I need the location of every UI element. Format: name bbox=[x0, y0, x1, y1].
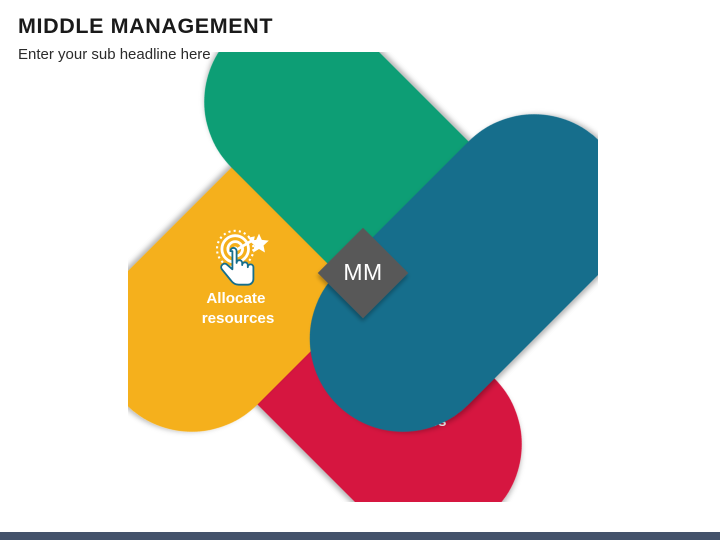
pinwheel-diagram: S Report to top management bbox=[128, 52, 598, 502]
center-label: MM bbox=[343, 259, 382, 285]
petal-shape-teal bbox=[309, 114, 598, 432]
hand-target-star-icon bbox=[215, 229, 269, 286]
center-diamond-shape bbox=[317, 227, 409, 319]
slide-header: MIDDLE MANAGEMENT Enter your sub headlin… bbox=[18, 14, 478, 64]
page-subtitle: Enter your sub headline here bbox=[18, 45, 211, 63]
petal-allocate-resources[interactable]: Allocate resources bbox=[202, 76, 598, 471]
page-title: MIDDLE MANAGEMENT bbox=[18, 14, 274, 38]
center-node[interactable]: MM bbox=[317, 227, 409, 319]
footer-bar bbox=[0, 532, 720, 540]
petal-label-teal: Allocate resources bbox=[202, 290, 275, 327]
